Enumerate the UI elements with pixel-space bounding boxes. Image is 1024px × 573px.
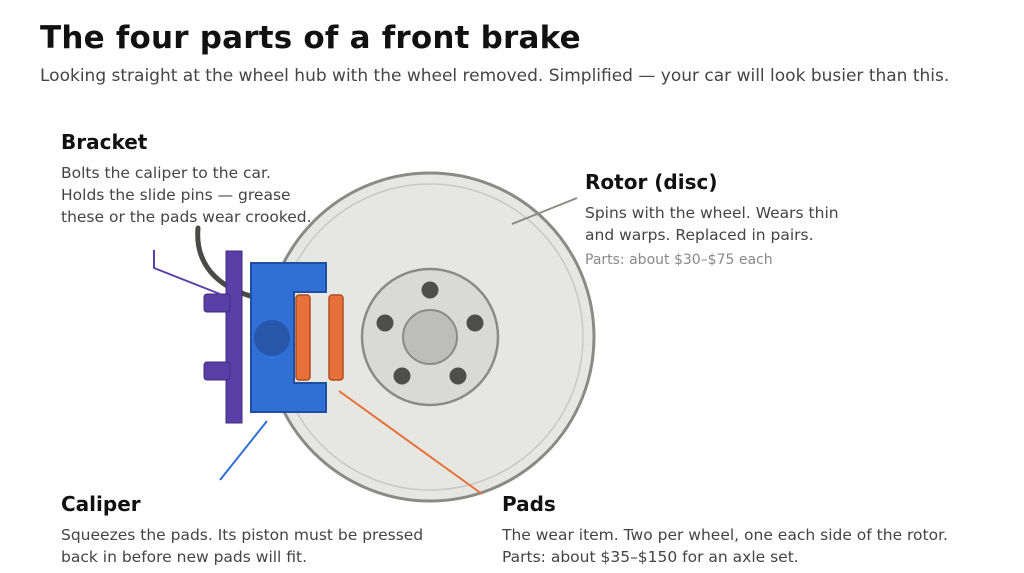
pads-label: Pads The wear item. Two per wheel, one e…	[502, 492, 1002, 568]
bracket-description: Bolts the caliper to the car. Holds the …	[61, 162, 351, 228]
rotor-desc-line: and warps. Replaced in pairs.	[585, 226, 814, 244]
bracket-desc-line: these or the pads wear crooked.	[61, 208, 312, 226]
hub-center-bore	[402, 309, 458, 365]
pads	[295, 294, 344, 381]
caliper-label: Caliper Squeezes the pads. Its piston mu…	[61, 492, 481, 568]
slide-pin	[203, 361, 231, 381]
rotor-leader-line	[511, 197, 578, 225]
lug-stud	[393, 367, 411, 385]
pad-outer	[328, 294, 344, 381]
pad-inner	[295, 294, 311, 381]
pads-leader-line	[338, 390, 483, 495]
rotor-description: Spins with the wheel. Wears thin and war…	[585, 202, 885, 246]
caliper-title: Caliper	[61, 492, 141, 516]
pads-title: Pads	[502, 492, 556, 516]
bracket-leader-line	[153, 250, 221, 295]
brake-hose	[195, 225, 261, 301]
pads-desc-line: The wear item. Two per wheel, one each s…	[502, 526, 948, 544]
lug-stud	[466, 314, 484, 332]
bracket	[203, 250, 243, 424]
rotor-title: Rotor (disc)	[585, 170, 718, 194]
pads-cost: Parts: about $35–$150 for an axle set.	[502, 548, 799, 566]
lug-stud	[449, 367, 467, 385]
bracket-title: Bracket	[61, 130, 148, 154]
slide-pin	[203, 293, 231, 313]
caliper-leader-line	[219, 420, 268, 481]
rotor-label: Rotor (disc) Spins with the wheel. Wears…	[585, 170, 885, 270]
bracket-desc-line: Bolts the caliper to the car.	[61, 164, 271, 182]
rotor	[264, 171, 596, 503]
rotor-cost: Parts: about $30–$75 each	[585, 252, 773, 268]
page-title: The four parts of a front brake	[40, 20, 581, 56]
caliper-description: Squeezes the pads. Its piston must be pr…	[61, 524, 481, 568]
pads-description: The wear item. Two per wheel, one each s…	[502, 524, 1002, 546]
bracket-desc-line: Holds the slide pins — grease	[61, 186, 291, 204]
caliper-desc-line: back in before new pads will fit.	[61, 548, 308, 566]
bracket-label: Bracket Bolts the caliper to the car. Ho…	[61, 130, 351, 228]
caliper-piston	[254, 320, 290, 356]
caliper-desc-line: Squeezes the pads. Its piston must be pr…	[61, 526, 424, 544]
page-subtitle: Looking straight at the wheel hub with t…	[40, 66, 950, 86]
caliper	[250, 262, 327, 413]
lug-stud	[376, 314, 394, 332]
lug-stud	[421, 281, 439, 299]
rotor-desc-line: Spins with the wheel. Wears thin	[585, 204, 839, 222]
bracket-plate	[225, 250, 243, 424]
